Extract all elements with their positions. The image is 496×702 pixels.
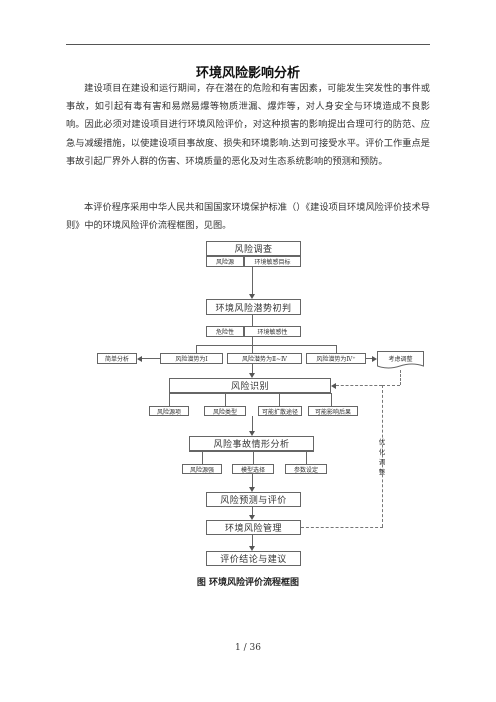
connector [169, 393, 331, 394]
node-sensitivity: 环境敏感性 [244, 326, 301, 337]
feedback-connector [400, 370, 401, 385]
feedback-connector [336, 385, 382, 386]
node-level-4-plus: 风险潜势为Ⅳ⁺ [306, 353, 366, 364]
node-source-item: 风险源项 [149, 406, 189, 416]
feedback-connector [382, 385, 383, 527]
node-hazard: 危险性 [206, 326, 244, 337]
node-env-sensitive-target: 环境敏感目标 [244, 256, 301, 267]
arrow-icon [249, 546, 255, 551]
node-risk-source: 风险源 [206, 256, 244, 267]
connector [252, 507, 253, 516]
feedback-connector [301, 527, 383, 528]
connector [252, 416, 253, 432]
connector [253, 451, 254, 464]
node-level-1: 风险潜势为Ⅰ [160, 353, 223, 364]
arrow-icon [249, 487, 255, 492]
node-consider-adjust: 考虑调整 [388, 355, 413, 363]
arrow-icon [137, 355, 142, 362]
node-simple-analysis: 简单分析 [97, 353, 137, 364]
paragraph-procedure: 本评价程序采用中华人民共和国国家环境保护标准（）《建设项目环境风险评价技术导则》… [66, 199, 430, 235]
paragraph-intro: 建设项目在建设和运行期间，存在潜在的危险和有害因素，可能发生突发性的事件或事故，… [66, 80, 430, 171]
risk-assessment-flowchart: 风险调查 风险源 环境敏感目标 环境风险潜势初判 危险性 环境敏感性 简单分析 … [97, 241, 440, 571]
node-identification: 风险识别 [169, 378, 331, 393]
connector [252, 474, 253, 488]
connector [306, 451, 307, 464]
connector [252, 267, 253, 295]
node-conclusion: 评价结论与建议 [206, 551, 301, 566]
feedback-connector [382, 385, 400, 386]
node-pathway: 可能扩散途径 [258, 406, 302, 416]
node-management: 环境风险管理 [206, 520, 301, 535]
connector [252, 535, 253, 547]
connector [252, 345, 253, 353]
connector [225, 393, 226, 406]
node-level-2-4: 风险潜势为Ⅱ~Ⅳ [227, 353, 302, 364]
arrow-icon [249, 515, 255, 520]
connector [331, 393, 332, 406]
connector [196, 345, 197, 353]
arrow-icon [249, 294, 255, 299]
node-model: 模型选择 [232, 464, 274, 474]
connector [366, 358, 373, 359]
node-potential: 环境风险潜势初判 [206, 299, 301, 315]
connector [142, 358, 160, 359]
connector [169, 393, 170, 406]
node-prediction: 风险预测与评价 [206, 492, 301, 507]
header-rule [66, 44, 430, 45]
page-number: 1 / 36 [235, 643, 261, 653]
connector [189, 451, 314, 452]
arrow-icon [331, 382, 336, 389]
arrow-icon [249, 373, 255, 378]
label-optimize: 优化调整 [378, 438, 386, 476]
node-survey: 风险调查 [206, 241, 301, 256]
node-params: 参数设定 [285, 464, 327, 474]
node-risk-type: 风险类型 [204, 406, 246, 416]
arrow-icon [249, 431, 255, 436]
node-affected: 可能影响后果 [308, 406, 358, 416]
figure-caption: 图 环境风险评价流程框图 [196, 578, 300, 588]
paragraph-intro-text: 建设项目在建设和运行期间，存在潜在的危险和有害因素，可能发生突发性的事件或事故，… [66, 83, 430, 167]
connector [279, 393, 280, 406]
connector [252, 337, 253, 345]
node-scenario: 风险事故情形分析 [189, 436, 314, 451]
document-title: 环境风险影响分析 [195, 66, 300, 81]
connector [336, 345, 337, 353]
node-consider-adjust-doc [377, 351, 424, 369]
connector [252, 364, 253, 374]
connector [196, 345, 336, 346]
connector [252, 315, 253, 326]
paragraph-procedure-text: 本评价程序采用中华人民共和国国家环境保护标准（）《建设项目环境风险评价技术导则》… [66, 202, 430, 232]
connector [202, 451, 203, 464]
arrow-icon [372, 355, 377, 362]
node-source-intensity: 风险源强 [182, 464, 222, 474]
